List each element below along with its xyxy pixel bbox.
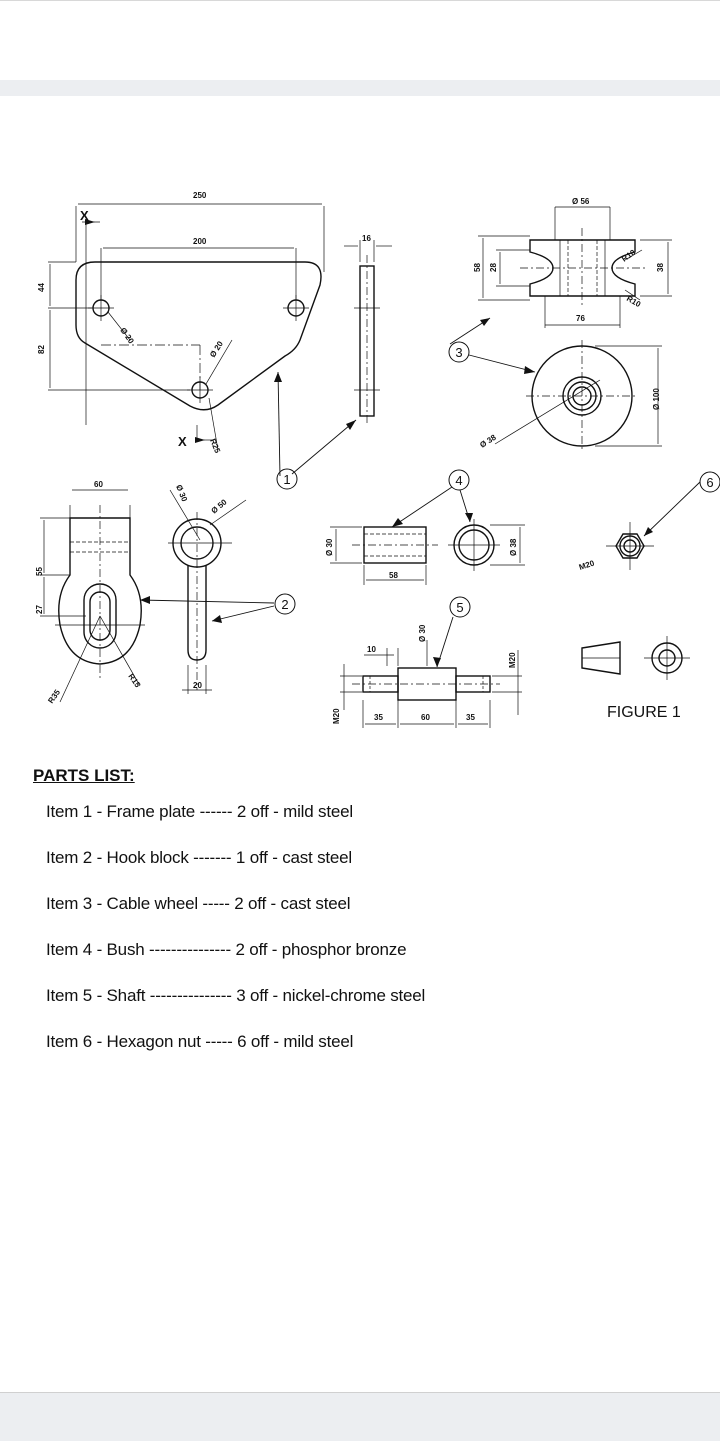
dim-frame-82: 82 bbox=[37, 345, 46, 354]
dim-shaft-35-left: 35 bbox=[374, 713, 383, 722]
dim-frame-200: 200 bbox=[193, 237, 207, 246]
dim-frame-44: 44 bbox=[37, 283, 46, 292]
arrowheads bbox=[85, 219, 653, 667]
frame-plate-front-view bbox=[75, 222, 322, 442]
dim-wheel-58: 58 bbox=[473, 263, 482, 272]
dim-hook-r35: R35 bbox=[46, 688, 62, 706]
frame-plate-dimension-lines bbox=[48, 203, 392, 451]
projection-symbol bbox=[581, 636, 690, 680]
frame-plate-side-view bbox=[354, 255, 380, 425]
parts-list-item: Item 1 - Frame plate ------ 2 off - mild… bbox=[46, 802, 353, 821]
bush-views bbox=[330, 519, 525, 585]
balloon-circles bbox=[274, 341, 720, 618]
dim-wheel-28: 28 bbox=[489, 263, 498, 272]
section-mark-x-bottom: X bbox=[178, 434, 187, 449]
dim-shaft-35-right: 35 bbox=[466, 713, 475, 722]
dim-hook-60: 60 bbox=[94, 480, 103, 489]
dim-wheel-dia100: Ø 100 bbox=[652, 388, 661, 410]
balloon-5: 5 bbox=[456, 600, 463, 615]
engineering-drawing: 250 200 16 44 82 Ø 20 Ø 20 R25 X X 60 55… bbox=[35, 191, 720, 728]
balloon-4: 4 bbox=[455, 473, 462, 488]
figure-caption: FIGURE 1 bbox=[607, 704, 681, 721]
dim-wheel-dia56: Ø 56 bbox=[572, 197, 590, 206]
parts-list-item: Item 5 - Shaft --------------- 3 off - n… bbox=[46, 986, 426, 1005]
hook-block-side-view bbox=[168, 489, 247, 694]
dim-shaft-60: 60 bbox=[421, 713, 430, 722]
dim-hook-27: 27 bbox=[35, 605, 44, 614]
balloon-2: 2 bbox=[281, 597, 288, 612]
dim-bush-58: 58 bbox=[389, 571, 398, 580]
dim-nut-m20: M20 bbox=[578, 558, 596, 572]
balloon-6: 6 bbox=[706, 475, 713, 490]
dim-frame-r25: R25 bbox=[208, 437, 222, 454]
balloon-3: 3 bbox=[455, 345, 462, 360]
parts-list-item: Item 4 - Bush --------------- 2 off - ph… bbox=[46, 940, 407, 959]
dim-frame-250: 250 bbox=[193, 191, 207, 200]
dim-frame-dia20-a: Ø 20 bbox=[118, 326, 136, 346]
dim-bush-dia38: Ø 38 bbox=[509, 538, 518, 556]
dim-hook-55: 55 bbox=[35, 567, 44, 576]
parts-list-title: PARTS LIST: bbox=[33, 766, 135, 785]
dim-bush-dia30: Ø 30 bbox=[325, 538, 334, 556]
balloon-1: 1 bbox=[283, 472, 290, 487]
parts-list-item: Item 2 - Hook block ------- 1 off - cast… bbox=[46, 848, 353, 867]
parts-list-item: Item 3 - Cable wheel ----- 2 off - cast … bbox=[46, 894, 351, 913]
dim-hook-r15: R15 bbox=[126, 672, 142, 690]
section-mark-x-top: X bbox=[80, 208, 89, 223]
dim-shaft-10: 10 bbox=[367, 645, 376, 654]
dim-wheel-38: 38 bbox=[656, 263, 665, 272]
shaft-view bbox=[340, 640, 522, 728]
dim-wheel-76: 76 bbox=[576, 314, 585, 323]
cable-wheel-front-view bbox=[494, 340, 662, 452]
parts-list: Item 1 - Frame plate ------ 2 off - mild… bbox=[46, 802, 425, 1078]
hexagon-nut-view bbox=[606, 522, 654, 570]
dim-hook-dia50: Ø 50 bbox=[210, 497, 229, 515]
dim-shaft-m20-right: M20 bbox=[508, 652, 517, 668]
dim-frame-16: 16 bbox=[362, 234, 371, 243]
dim-hook-20: 20 bbox=[193, 681, 202, 690]
bottom-bar bbox=[0, 1392, 720, 1441]
dim-shaft-m20-left: M20 bbox=[332, 708, 341, 724]
leader-lines bbox=[139, 317, 701, 668]
parts-list-item: Item 6 - Hexagon nut ----- 6 off - mild … bbox=[46, 1032, 354, 1051]
hook-block-front-view bbox=[40, 489, 145, 703]
dimension-labels: 250 200 16 44 82 Ø 20 Ø 20 R25 X X 60 55… bbox=[35, 191, 665, 724]
top-bar bbox=[0, 0, 720, 81]
balloon-numbers: 1 2 3 4 5 6 bbox=[281, 345, 713, 615]
page-gap bbox=[0, 80, 720, 96]
dim-shaft-dia30: Ø 30 bbox=[418, 624, 427, 642]
cable-wheel-side-view bbox=[478, 206, 672, 328]
dim-wheel-dia38: Ø 38 bbox=[478, 433, 498, 450]
